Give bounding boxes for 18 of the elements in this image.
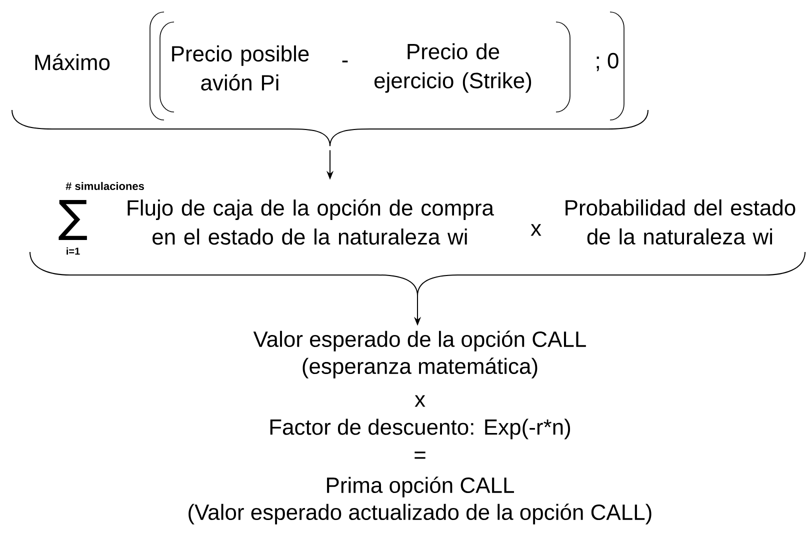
expression-text: ; 0: [596, 52, 618, 72]
operator-sign: =: [414, 452, 426, 459]
operator-sign: x: [530, 224, 542, 236]
bound-label: i=1: [66, 247, 80, 255]
operator-sign: -: [342, 60, 348, 62]
bound-label: # simulaciones: [66, 182, 144, 190]
result-text: (Valor esperado actualizado de la opción CALL): [188, 504, 652, 524]
expression-text: Precio posible avión Pi: [172, 45, 309, 91]
expression-text: Probabilidad del estado de la naturaleza wi: [566, 199, 796, 245]
expression-text: Flujo de caja de la opción de compra en el estado de la naturaleza wi: [128, 199, 494, 245]
expression-text: Máximo: [35, 54, 110, 70]
result-text: Valor esperado de la opción CALL: [253, 330, 586, 352]
sum-sign: ∑: [58, 200, 87, 240]
result-text: (esperanza matemática): [302, 358, 538, 378]
result-text: Factor de descuento: Exp(-r*n): [270, 418, 570, 440]
expression-text: Precio de ejercicio (Strike): [374, 43, 532, 93]
operator-sign: x: [414, 395, 426, 407]
result-text: Prima opción CALL: [327, 476, 514, 498]
